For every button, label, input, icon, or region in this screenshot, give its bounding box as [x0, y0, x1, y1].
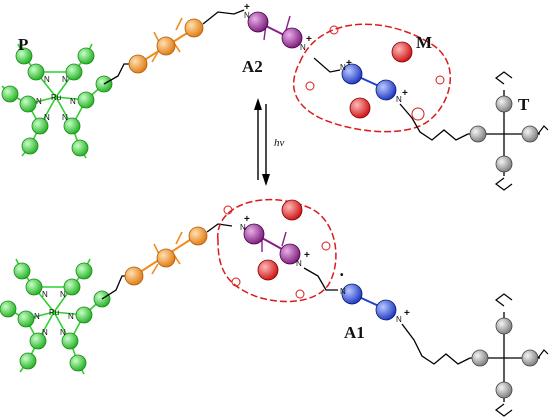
n-atom: N [70, 97, 76, 106]
n-atom: N [34, 312, 40, 321]
ru-atom-top: Ru [51, 93, 61, 102]
plus-charge: + [304, 250, 310, 261]
n-atom: N [296, 259, 302, 268]
terphenyl-spacer-bottom [124, 226, 208, 286]
label-a1: A1 [344, 323, 365, 342]
n-atom: N [42, 290, 48, 299]
plus-charge: + [404, 308, 410, 319]
label-m: M [416, 33, 432, 52]
macrocycle-m-bottom [217, 199, 337, 303]
station-a1-bottom: N N + [340, 283, 410, 324]
n-atom: N [44, 113, 50, 122]
station-a1-top: N + N + [313, 57, 408, 104]
stopper-t-top [468, 71, 549, 191]
plus-charge: + [244, 2, 250, 13]
photo-switch-arrows: hν [254, 98, 285, 186]
n-atom: N [240, 223, 246, 232]
stopper-t-bottom [470, 293, 549, 417]
n-atom: N [300, 43, 306, 52]
ruthenium-complex-top: Ru N N N N N N [1, 43, 113, 159]
macrocycle-m-top [292, 23, 452, 133]
label-a2: A2 [242, 57, 263, 76]
n-atom: N [42, 328, 48, 337]
n-atom: N [68, 312, 74, 321]
plus-charge: + [306, 34, 312, 45]
n-atom: N [44, 75, 50, 84]
light-label: hν [274, 137, 285, 149]
ruthenium-complex-bottom: Ru N N N N N N [0, 258, 111, 375]
ru-atom-bottom: Ru [49, 308, 59, 317]
plus-charge: + [346, 58, 352, 69]
station-a2-top: N N + [244, 11, 312, 52]
n-atom: N [36, 97, 42, 106]
n-atom: N [396, 95, 402, 104]
bottom-rotaxane: Ru N N N N N N [0, 199, 549, 417]
n-atom: N [340, 287, 346, 296]
n-atom: N [60, 328, 66, 337]
label-t: T [518, 95, 530, 114]
n-atom: N [62, 113, 68, 122]
station-a2-bottom: N + N + [240, 214, 310, 268]
terphenyl-spacer-top [128, 17, 204, 74]
plus-charge: + [244, 214, 250, 225]
n-atom: N [60, 290, 66, 299]
n-atom: N [62, 75, 68, 84]
label-p: P [18, 35, 28, 54]
n-atom: N [340, 63, 346, 72]
radical-dot: • [340, 270, 344, 281]
top-rotaxane: Ru N N N N N N + N [1, 2, 549, 191]
n-atom: N [244, 11, 250, 20]
n-atom: N [396, 315, 402, 324]
plus-charge: + [402, 88, 408, 99]
